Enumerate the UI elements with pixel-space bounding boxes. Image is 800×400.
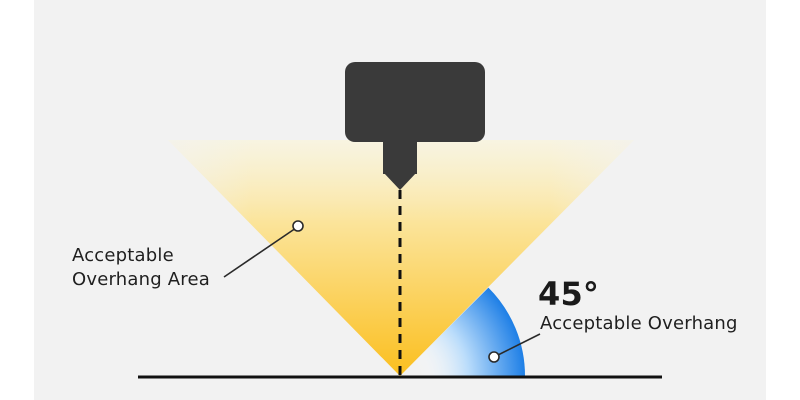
area-callout xyxy=(223,220,304,278)
overhang-callout xyxy=(488,333,541,363)
overhang-area-label: Acceptable Overhang Area xyxy=(72,244,210,292)
overhang-area-label-line1: Acceptable xyxy=(72,245,174,266)
angle-label: 45° xyxy=(538,275,600,313)
nozzle-icon xyxy=(345,62,485,190)
acceptable-overhang-label: Acceptable Overhang xyxy=(540,313,738,334)
overhang-area-label-line2: Overhang Area xyxy=(72,269,210,290)
